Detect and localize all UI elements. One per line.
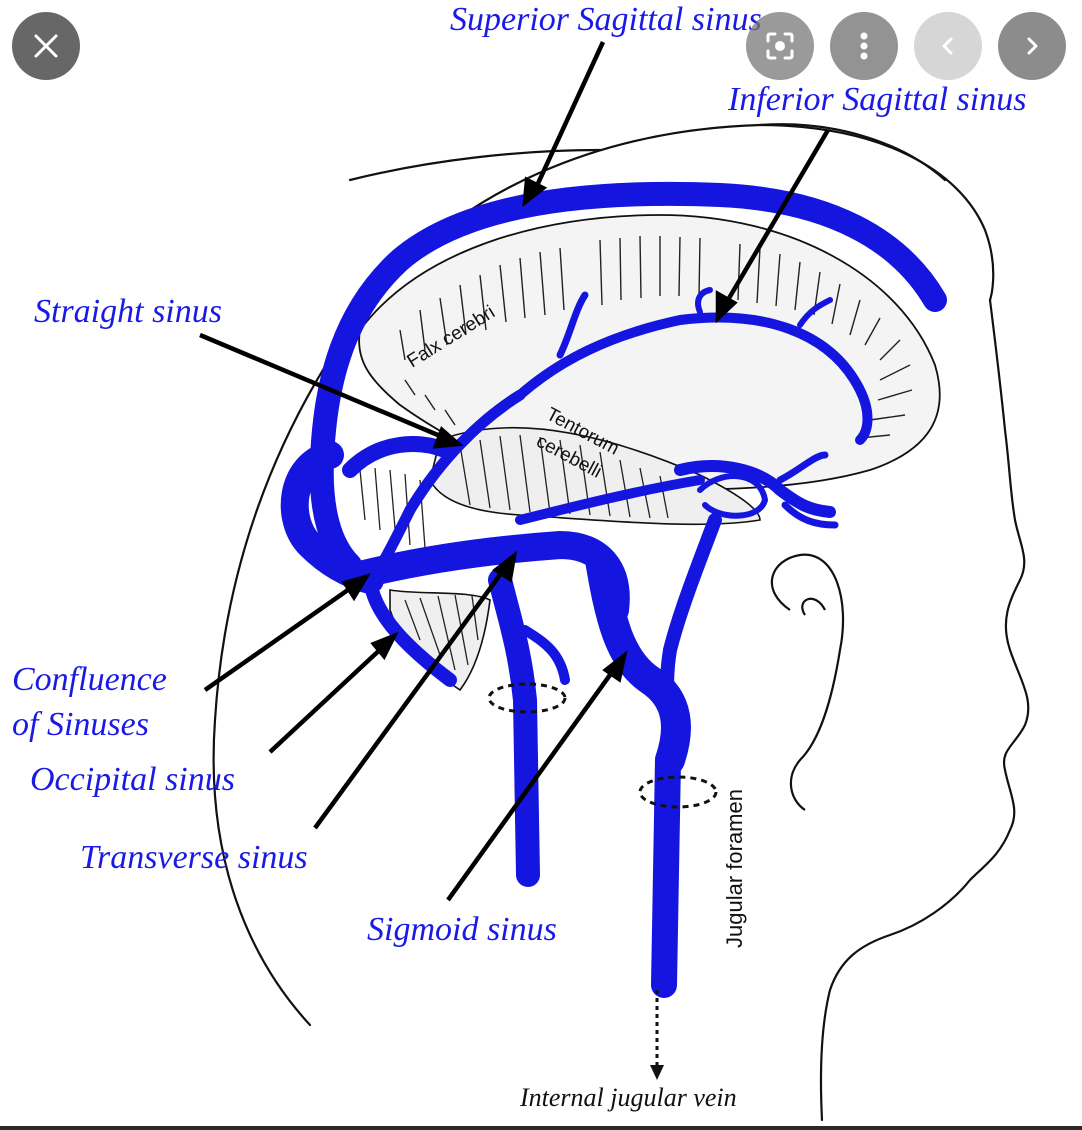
bottom-divider xyxy=(0,1126,1082,1130)
occipital-sinus-label: Occipital sinus xyxy=(30,761,235,798)
sigmoid-sinus-vessel xyxy=(585,545,691,775)
inferior-sagittal-sinus-label: Inferior Sagittal sinus xyxy=(727,81,1026,118)
lens-icon xyxy=(766,32,794,60)
close-icon xyxy=(34,34,58,58)
falx-cerebri-region xyxy=(358,214,941,491)
chevron-right-icon xyxy=(1027,37,1038,55)
superior-sagittal-sinus-label: Superior Sagittal sinus xyxy=(450,1,762,38)
confluence-label-line2: of Sinuses xyxy=(12,706,149,743)
more-vert-icon xyxy=(860,32,868,60)
next-button[interactable] xyxy=(998,12,1066,80)
pointer-arrows xyxy=(199,41,830,902)
foramen-markers xyxy=(487,682,718,809)
ear-outline xyxy=(770,553,845,811)
venous-sinuses xyxy=(280,181,947,998)
previous-button[interactable] xyxy=(914,12,982,80)
straight-sinus-label: Straight sinus xyxy=(34,293,222,330)
occipital-region xyxy=(389,589,491,692)
close-button[interactable] xyxy=(12,12,80,80)
inferior-sagittal-sinus-vessel xyxy=(515,312,873,445)
transverse-sinus-label: Transverse sinus xyxy=(80,839,308,876)
jugular-foramen-label: Jugular foramen xyxy=(722,789,747,948)
sigmoid-sinus-label: Sigmoid sinus xyxy=(367,911,557,948)
more-options-button[interactable] xyxy=(830,12,898,80)
lens-button[interactable] xyxy=(746,12,814,80)
internal-jugular-vessel xyxy=(651,747,681,998)
internal-jugular-vein-label: Internal jugular vein xyxy=(519,1083,737,1112)
confluence-label-line1: Confluence xyxy=(12,661,167,698)
internal-jugular-arrow xyxy=(650,990,664,1080)
chevron-left-icon xyxy=(942,37,953,55)
